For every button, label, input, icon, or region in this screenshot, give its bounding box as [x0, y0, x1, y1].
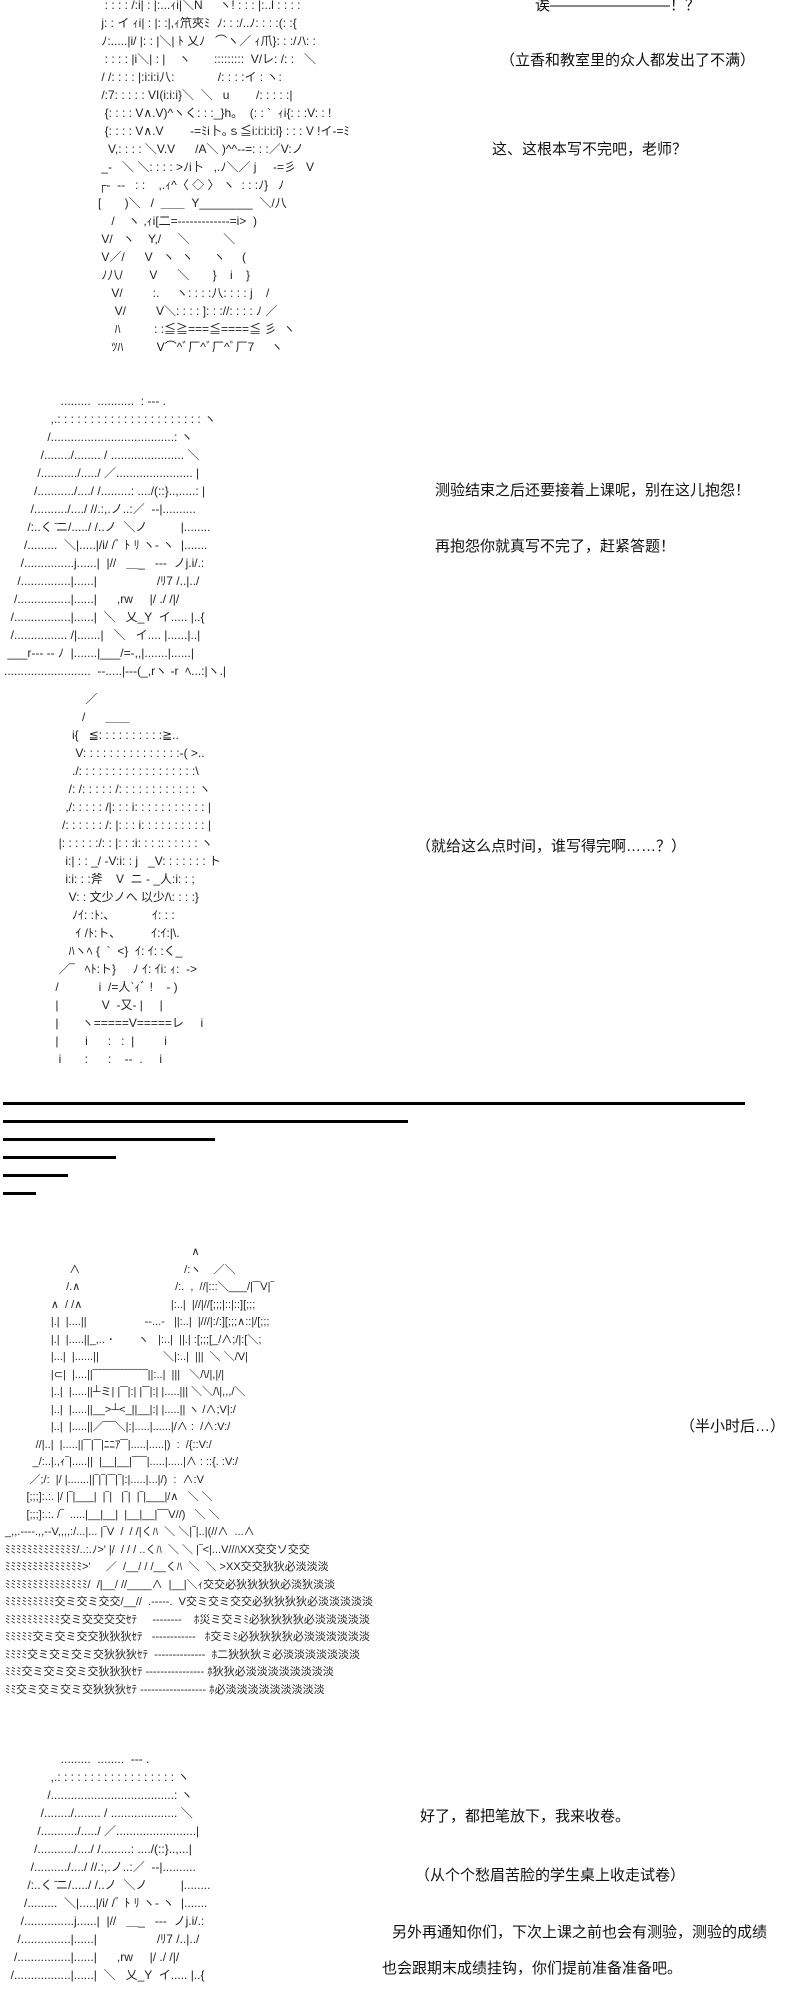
- ascii-art-figure-2: ......... ........... : ‐‐‐ . ,.: : : : …: [4, 394, 227, 678]
- separator-line: [3, 1174, 68, 1177]
- dialogue-line: 诶————————！？: [535, 0, 701, 14]
- narration-line: （从个个愁眉苦脸的学生桌上收走试卷）: [415, 1867, 686, 1884]
- dialogue-line: 这、这根本写不完吧，老师？: [492, 141, 688, 158]
- ascii-art-figure-1: : : : : /:i| : |:...ｨi|＼N ヽ! : : : |:..l…: [98, 0, 350, 354]
- dialogue-line: 测验结束之后还要接着上课呢，别在这儿抱怨！: [435, 482, 751, 499]
- dialogue-line: 再抱怨你就真写不完了，赶紧答题！: [435, 538, 676, 555]
- dialogue-line: 另外再通知你们，下次上课之前也会有测验，测验的成绩: [392, 1924, 768, 1941]
- dialogue-line: 好了，都把笔放下，我来收卷。: [420, 1808, 631, 1825]
- separator-line: [3, 1120, 408, 1123]
- separator-line: [3, 1192, 36, 1195]
- separator-line: [3, 1138, 215, 1141]
- narration-line: （立香和教室里的众人都发出了不满）: [500, 52, 756, 69]
- separator-line: [3, 1156, 116, 1159]
- dialogue-line: 也会跟期末成绩挂钩，你们提前准备准备吧。: [382, 1960, 683, 1977]
- narration-line: （半小时后…）: [680, 1418, 786, 1435]
- ascii-art-castle: ∧ ∧ /:ヽ ／＼ /.∧ /:. , //|:::＼___/|‾‾V|‾ ∧…: [5, 1246, 373, 1696]
- ascii-art-figure-3: ／ / ＿＿ i{ ≦: : : : : : : : : :≧.. V: : :…: [55, 692, 221, 1066]
- separator-line: [3, 1102, 745, 1105]
- narration-line: （就给这么点时间，谁写得完啊……？）: [416, 838, 687, 855]
- ascii-art-figure-5: ......... ........ ‐‐‐ . ,.: : : : : : :…: [10, 1752, 211, 1982]
